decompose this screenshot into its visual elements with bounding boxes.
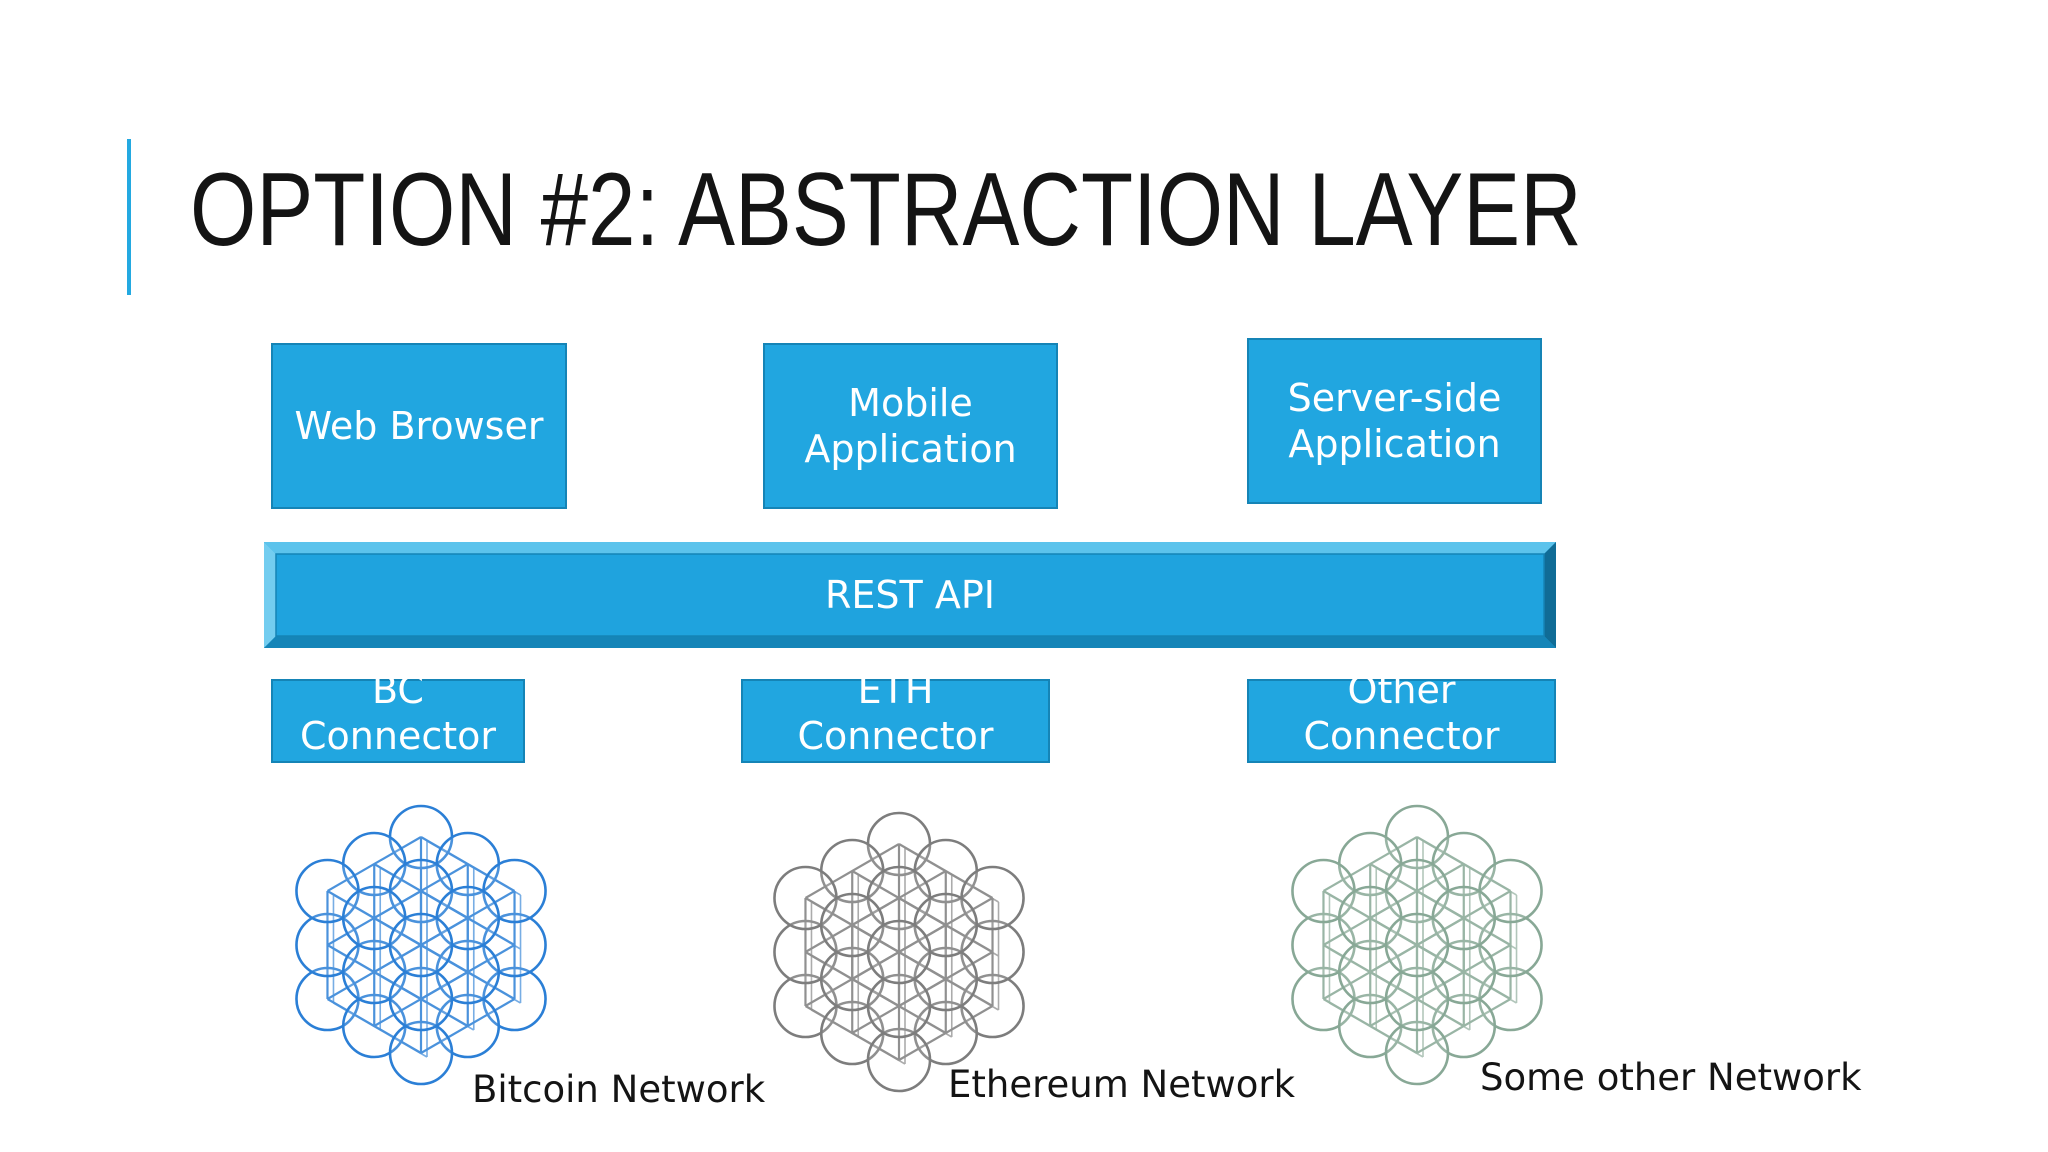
rest-api-bevel <box>264 542 1556 648</box>
other-network-icon <box>1291 804 1543 1086</box>
other-connector-label: Other Connector <box>1303 668 1500 758</box>
rest-api-layer: REST API <box>264 542 1556 648</box>
other-connector-box: Other Connector <box>1247 668 1556 763</box>
network-node <box>1384 1020 1450 1086</box>
web-browser-box: Web Browser <box>271 343 567 509</box>
network-node <box>388 912 454 978</box>
cube-lines-offset <box>332 840 522 1058</box>
network-node <box>866 919 932 985</box>
network-node <box>1384 912 1450 978</box>
mobile-application-box: Mobile Application <box>763 343 1058 509</box>
eth-connector-box: ETH Connector <box>741 668 1050 763</box>
network-node <box>388 1020 454 1086</box>
ethereum-network-label: Ethereum Network <box>948 1063 1296 1106</box>
bitcoin-network-icon <box>295 804 547 1086</box>
network-node <box>866 1027 932 1093</box>
bitcoin-network-label: Bitcoin Network <box>472 1068 766 1111</box>
some-other-network-label: Some other Network <box>1480 1056 1862 1099</box>
cube-lines-offset <box>1328 840 1518 1058</box>
rest-api-label: REST API <box>825 573 995 617</box>
ethereum-network-icon <box>773 811 1025 1093</box>
bc-connector-label: BC Connector <box>300 668 496 758</box>
slide-title: OPTION #2: ABSTRACTION LAYER <box>190 152 1582 268</box>
server-side-application-box: Server-side Application <box>1247 338 1542 504</box>
network-node <box>866 973 932 1039</box>
network-node <box>388 966 454 1032</box>
eth-connector-label: ETH Connector <box>797 668 994 758</box>
cube-lines-offset <box>810 847 1000 1065</box>
bc-connector-box: BC Connector <box>271 668 525 763</box>
network-node <box>1384 966 1450 1032</box>
title-accent-bar <box>127 139 131 295</box>
